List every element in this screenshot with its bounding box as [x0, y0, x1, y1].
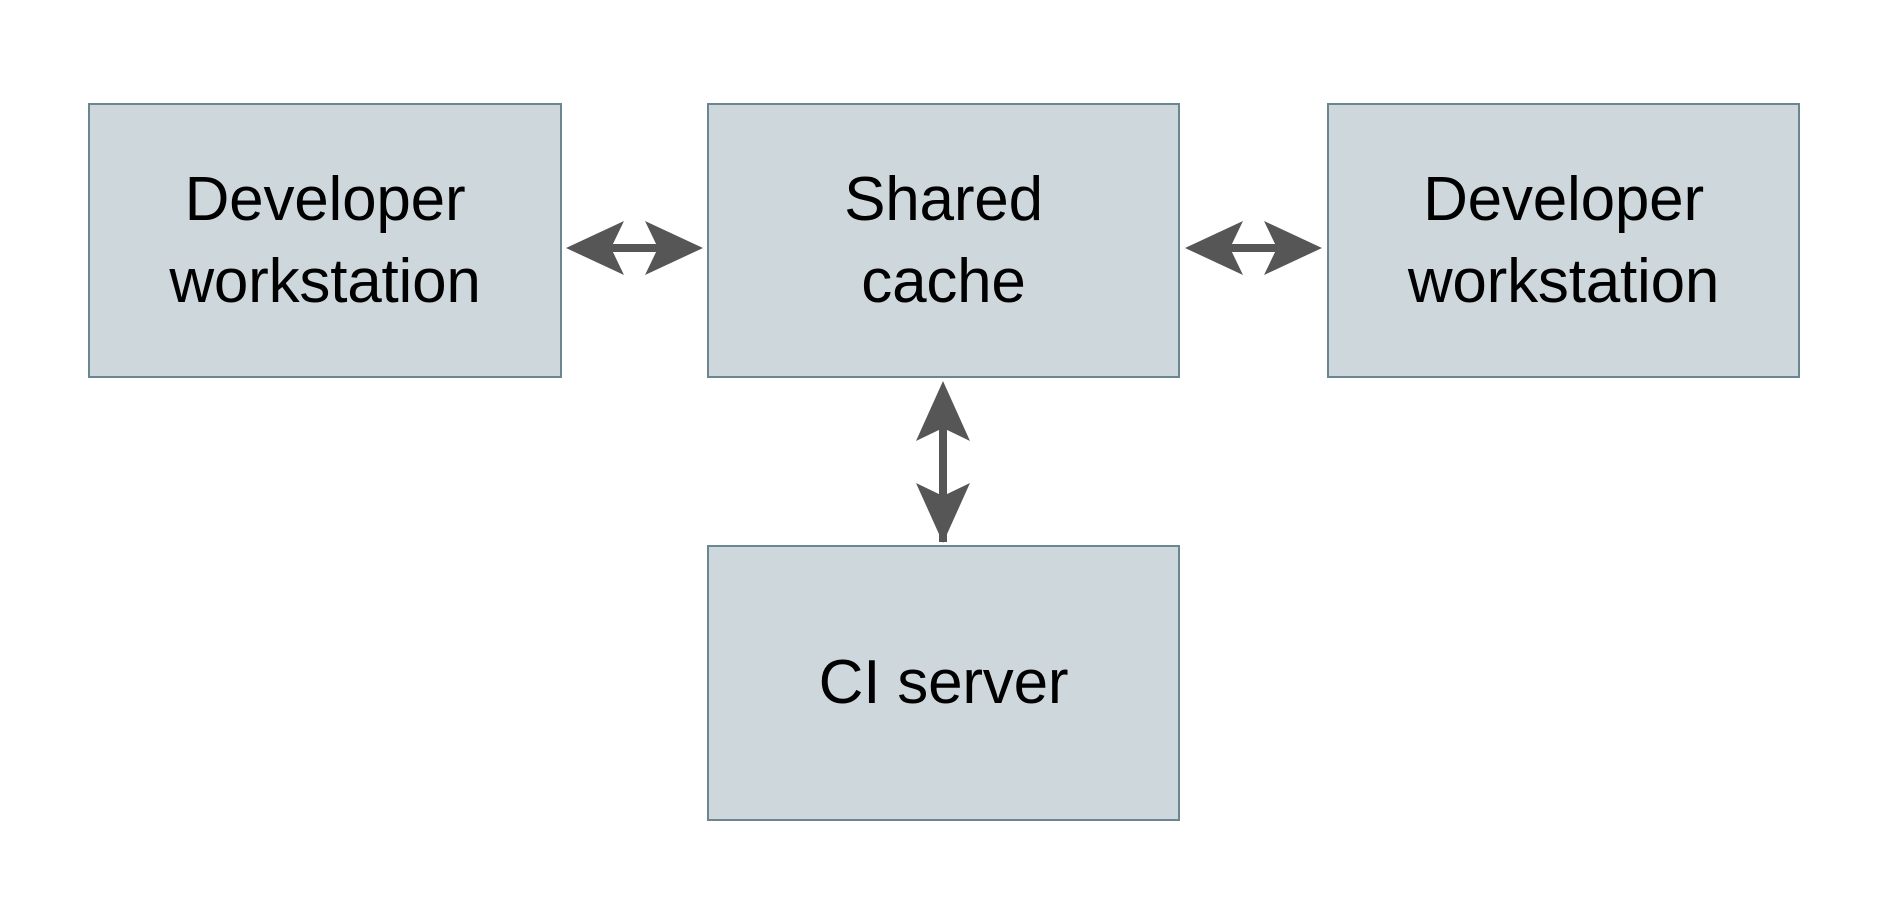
- node-developer-workstation-left[interactable]: Developer workstation: [88, 103, 562, 378]
- node-label: Developer workstation: [1407, 164, 1720, 316]
- node-label: Shared cache: [844, 164, 1043, 316]
- connector-shared-cache-to-ci-server[interactable]: [916, 381, 970, 543]
- node-label: Developer workstation: [169, 164, 481, 316]
- connector-dev-left-to-shared-cache[interactable]: [566, 221, 703, 275]
- node-shared-cache[interactable]: Shared cache: [707, 103, 1180, 378]
- node-label: CI server: [818, 648, 1069, 718]
- node-developer-workstation-right[interactable]: Developer workstation: [1327, 103, 1800, 378]
- connector-shared-cache-to-dev-right[interactable]: [1185, 221, 1322, 275]
- node-ci-server[interactable]: CI server: [707, 545, 1180, 821]
